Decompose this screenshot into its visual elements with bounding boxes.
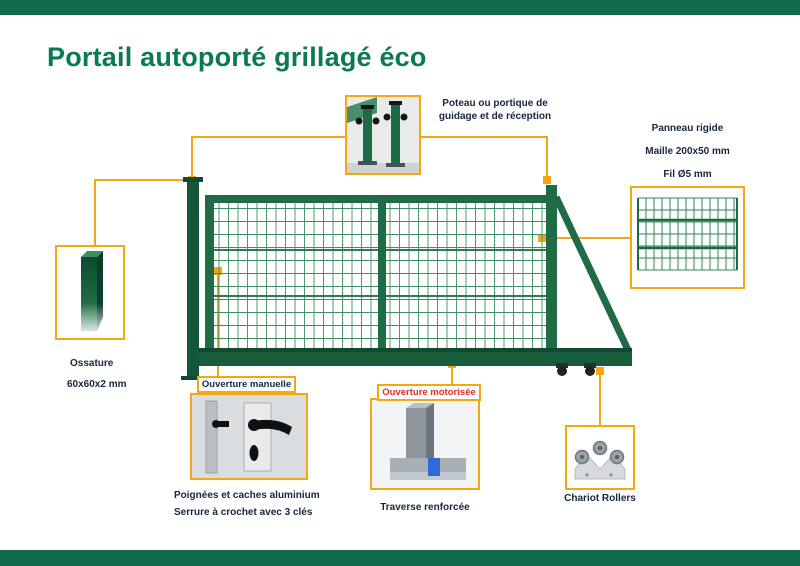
rollers-image xyxy=(567,427,633,488)
frame-size-label: 60x60x2 mm xyxy=(67,379,127,390)
top-green-bar xyxy=(0,0,800,15)
motorized-opening-photo-box xyxy=(370,398,480,490)
manual-opening-tag: Ouverture manuelle xyxy=(197,376,296,393)
rigid-panel-label: Panneau rigide xyxy=(651,123,724,134)
rollers-photo-box xyxy=(565,425,635,490)
frame-post-photo-box xyxy=(55,245,125,340)
mesh-size-label: Maille 200x50 mm xyxy=(645,146,730,157)
manual-detail-line2: Serrure à crochet avec 3 clés xyxy=(174,507,313,518)
guide-post-label: Poteau ou portique de guidage et de réce… xyxy=(438,98,552,122)
reinforced-beam-label: Traverse renforcée xyxy=(380,502,470,513)
frame-label: Ossature xyxy=(70,358,114,369)
mesh-panel-image xyxy=(632,188,743,287)
frame-post-image xyxy=(57,247,123,338)
guide-post-photo-box xyxy=(345,95,421,175)
bottom-green-bar xyxy=(0,550,800,566)
manual-opening-tag-label: Ouverture manuelle xyxy=(201,379,292,390)
manual-opening-photo-box xyxy=(190,393,308,480)
guide-post-image xyxy=(347,97,419,173)
handle-lock-image xyxy=(192,395,306,478)
manual-detail-line1: Poignées et caches aluminium xyxy=(174,490,320,501)
reinforced-beam-image xyxy=(372,400,478,488)
rigid-panel-photo-box xyxy=(630,186,745,289)
rollers-label: Chariot Rollers xyxy=(564,493,636,504)
motorized-opening-tag-label: Ouverture motorisée xyxy=(382,387,476,398)
wire-size-label: Fil Ø5 mm xyxy=(663,169,712,180)
motorized-opening-tag: Ouverture motorisée xyxy=(377,384,481,401)
sliding-gate xyxy=(181,177,632,380)
page-title: Portail autoporté grillagé éco xyxy=(47,42,427,72)
